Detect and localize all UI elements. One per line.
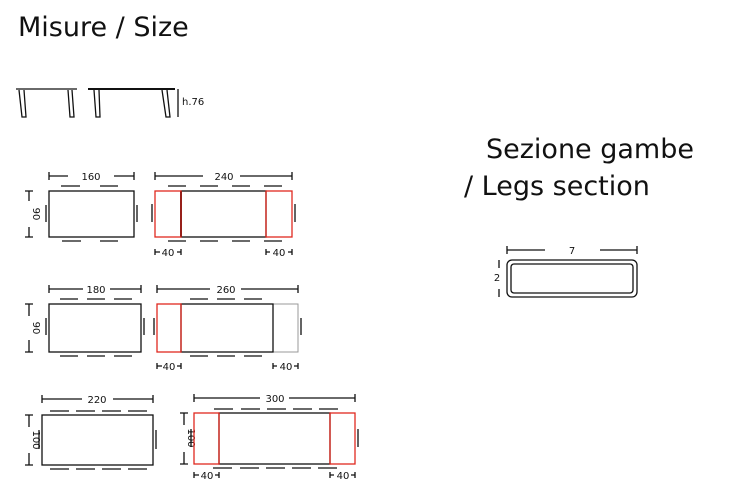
legs-section-title-it: Sezione gambe: [486, 134, 694, 165]
table-260x90-extendable: 260 40 40: [153, 285, 302, 373]
height-label: h.76: [182, 97, 204, 108]
extension-right-label: 40: [280, 362, 293, 373]
extension-right: [329, 412, 356, 465]
depth-label: 90: [30, 322, 41, 335]
length-label: 180: [86, 285, 105, 296]
extension-right-label: 40: [337, 471, 350, 482]
table-300x100-extendable: 300 100 40 40: [180, 394, 359, 482]
legs-section-title-en: / Legs section: [464, 171, 650, 202]
extension-left-label: 40: [201, 471, 214, 482]
extension-left: [156, 303, 182, 353]
extension-right-label: 40: [273, 248, 286, 259]
length-label: 260: [216, 285, 235, 296]
side-elevation-small: [16, 88, 77, 118]
extension-left-label: 40: [162, 248, 175, 259]
depth-label: 90: [30, 208, 41, 221]
length-label: 240: [214, 172, 233, 183]
table-240x90-extendable: 240 40 40: [151, 172, 296, 259]
extension-left: [193, 412, 220, 465]
extension-left-label: 40: [163, 362, 176, 373]
depth-label: 100: [30, 430, 41, 449]
length-label: 160: [81, 172, 100, 183]
page-title: Misure / Size: [18, 12, 189, 43]
length-label: 300: [265, 394, 284, 405]
table-180x90: 180 90: [25, 285, 145, 357]
table-220x100: 220 100: [25, 395, 157, 470]
leg-depth-label: 2: [494, 273, 500, 284]
extension-left: [154, 190, 182, 238]
leg-section-drawing: 7 2: [494, 246, 638, 298]
leg-width-label: 7: [569, 246, 575, 257]
table-160x90: 160 90: [25, 172, 138, 242]
extension-right: [265, 190, 293, 238]
side-elevation-large: [88, 88, 179, 118]
length-label: 220: [87, 395, 106, 406]
